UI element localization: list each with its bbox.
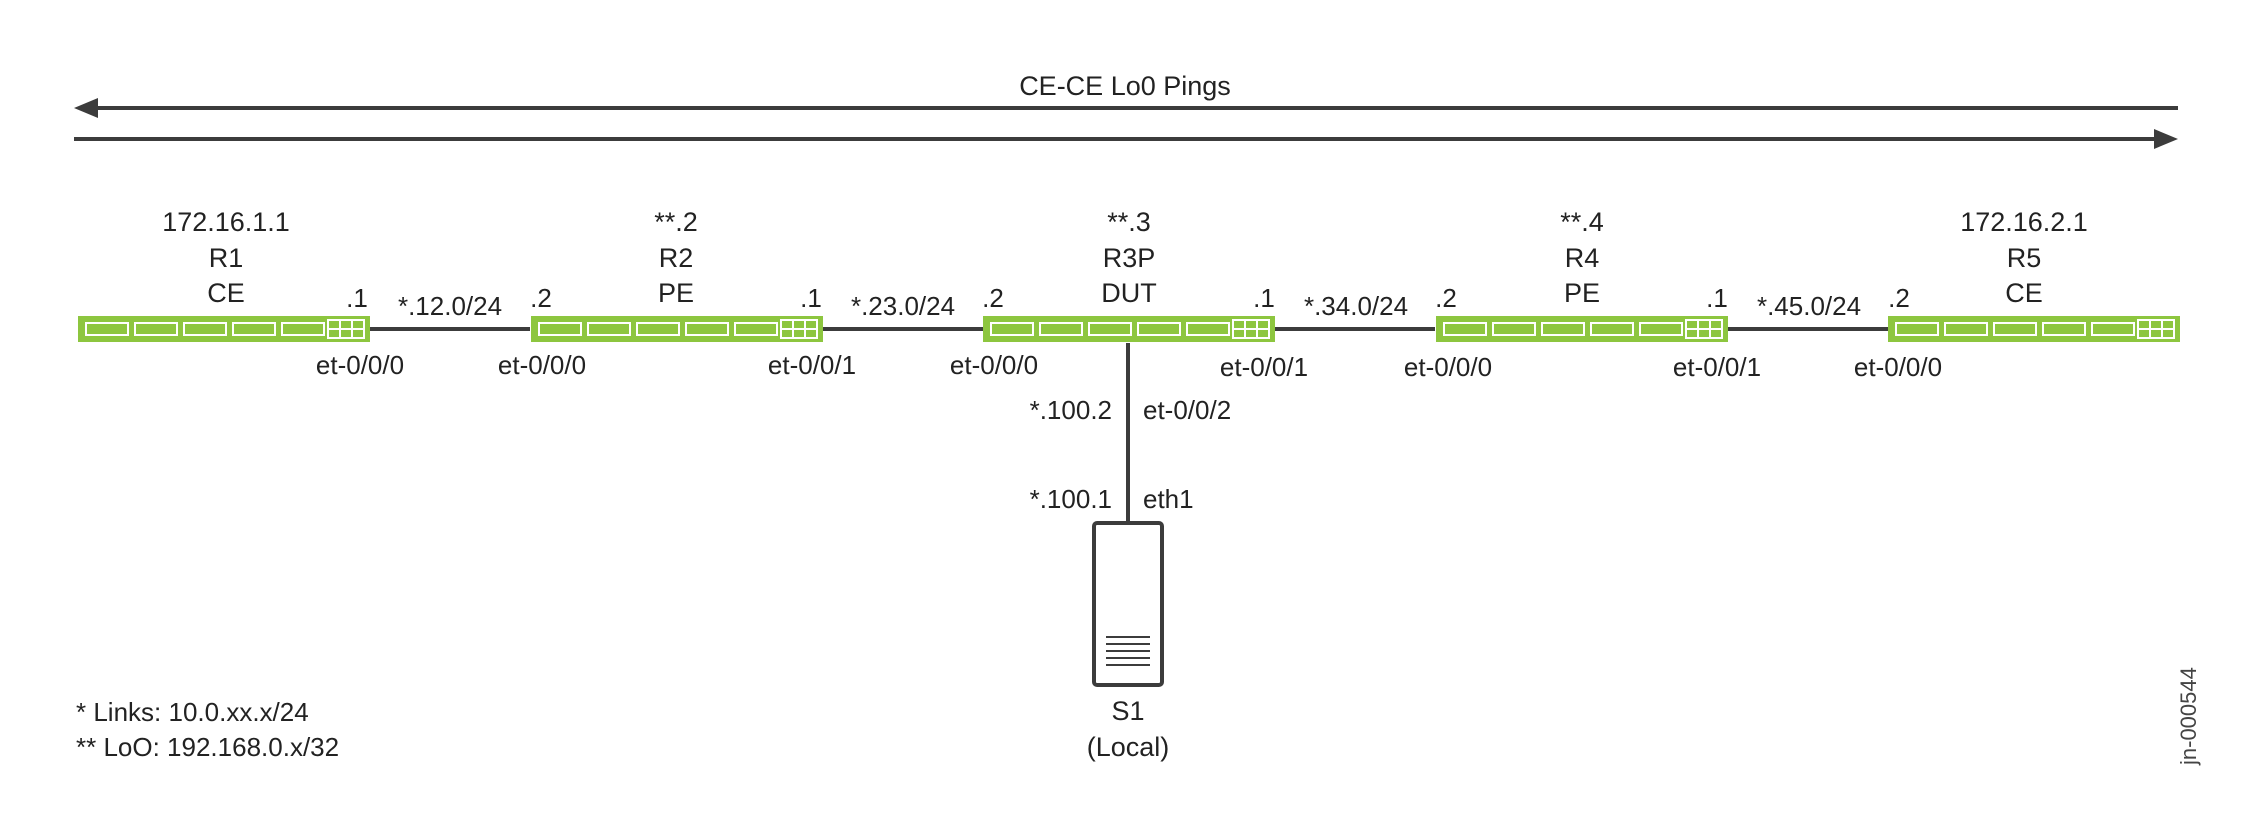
link-subnet: *.34.0/24 bbox=[1304, 291, 1408, 321]
ping-title: CE-CE Lo0 Pings bbox=[1019, 71, 1231, 101]
router-name: R1 bbox=[209, 243, 244, 273]
server-name: S1 bbox=[1111, 696, 1144, 726]
link-label-group-2: .1 *.23.0/24 .2 et-0/0/1 et-0/0/0 bbox=[768, 283, 1038, 380]
router-name: R5 bbox=[2007, 243, 2042, 273]
server-link-labels: *.100.2 et-0/0/2 *.100.1 eth1 bbox=[1030, 395, 1232, 514]
server-location: (Local) bbox=[1087, 732, 1170, 762]
router-r4: **.4 R4 PE bbox=[1436, 207, 1728, 342]
interface-left: et-0/0/1 bbox=[1673, 352, 1761, 382]
router-r3p: **.3 R3P DUT bbox=[983, 207, 1275, 342]
legend-loopback: ** LoO: 192.168.0.x/32 bbox=[76, 732, 339, 762]
link-host-right: .2 bbox=[1435, 283, 1457, 313]
server-link-top-interface: et-0/0/2 bbox=[1143, 395, 1231, 425]
router-name: R4 bbox=[1565, 243, 1600, 273]
router-icon bbox=[78, 316, 370, 342]
link-host-left: .1 bbox=[346, 283, 368, 313]
interface-right: et-0/0/0 bbox=[1404, 352, 1492, 382]
legend: * Links: 10.0.xx.x/24 ** LoO: 192.168.0.… bbox=[76, 697, 339, 762]
router-icon bbox=[1436, 316, 1728, 342]
router-address: **.3 bbox=[1107, 207, 1151, 237]
interface-left: et-0/0/1 bbox=[1220, 352, 1308, 382]
link-host-left: .1 bbox=[1706, 283, 1728, 313]
server-s1: S1 (Local) bbox=[1087, 521, 1170, 762]
link-host-right: .2 bbox=[1888, 283, 1910, 313]
link-host-left: .1 bbox=[800, 283, 822, 313]
router-address: **.4 bbox=[1560, 207, 1604, 237]
router-icon bbox=[531, 316, 823, 342]
figure-id: jn-000544 bbox=[2176, 667, 2201, 766]
ping-arrows: CE-CE Lo0 Pings bbox=[74, 71, 2178, 149]
router-address: 172.16.2.1 bbox=[1960, 207, 2088, 237]
router-role: CE bbox=[2005, 278, 2043, 308]
router-role: CE bbox=[207, 278, 245, 308]
link-label-group-1: .1 *.12.0/24 .2 et-0/0/0 et-0/0/0 bbox=[316, 283, 586, 380]
server-link-bottom-address: *.100.1 bbox=[1030, 484, 1112, 514]
router-icon bbox=[1888, 316, 2180, 342]
link-host-right: .2 bbox=[530, 283, 552, 313]
router-address: 172.16.1.1 bbox=[162, 207, 290, 237]
interface-left: et-0/0/1 bbox=[768, 350, 856, 380]
link-host-right: .2 bbox=[982, 283, 1004, 313]
server-link-top-address: *.100.2 bbox=[1030, 395, 1112, 425]
server-icon bbox=[1092, 521, 1164, 687]
router-role: DUT bbox=[1101, 278, 1157, 308]
router-r5: 172.16.2.1 R5 CE bbox=[1888, 207, 2180, 342]
interface-right: et-0/0/0 bbox=[498, 350, 586, 380]
link-label-group-3: .1 *.34.0/24 .2 et-0/0/1 et-0/0/0 bbox=[1220, 283, 1492, 382]
interface-right: et-0/0/0 bbox=[950, 350, 1038, 380]
interface-left: et-0/0/0 bbox=[316, 350, 404, 380]
link-subnet: *.45.0/24 bbox=[1757, 291, 1861, 321]
router-name: R2 bbox=[659, 243, 694, 273]
router-role: PE bbox=[658, 278, 694, 308]
link-subnet: *.12.0/24 bbox=[398, 291, 502, 321]
router-role: PE bbox=[1564, 278, 1600, 308]
router-links bbox=[370, 327, 1888, 522]
interface-right: et-0/0/0 bbox=[1854, 352, 1942, 382]
router-r2: **.2 R2 PE bbox=[531, 207, 823, 342]
link-label-group-4: .1 *.45.0/24 .2 et-0/0/1 et-0/0/0 bbox=[1673, 283, 1942, 382]
router-r1: 172.16.1.1 R1 CE bbox=[78, 207, 370, 342]
legend-links: * Links: 10.0.xx.x/24 bbox=[76, 697, 309, 727]
router-icon bbox=[983, 316, 1275, 342]
router-address: **.2 bbox=[654, 207, 698, 237]
link-host-left: .1 bbox=[1253, 283, 1275, 313]
ping-arrow-right-head bbox=[2154, 129, 2178, 149]
router-name: R3P bbox=[1103, 243, 1156, 273]
link-subnet: *.23.0/24 bbox=[851, 291, 955, 321]
ping-arrow-left-head bbox=[74, 98, 98, 118]
server-link-bottom-interface: eth1 bbox=[1143, 484, 1194, 514]
